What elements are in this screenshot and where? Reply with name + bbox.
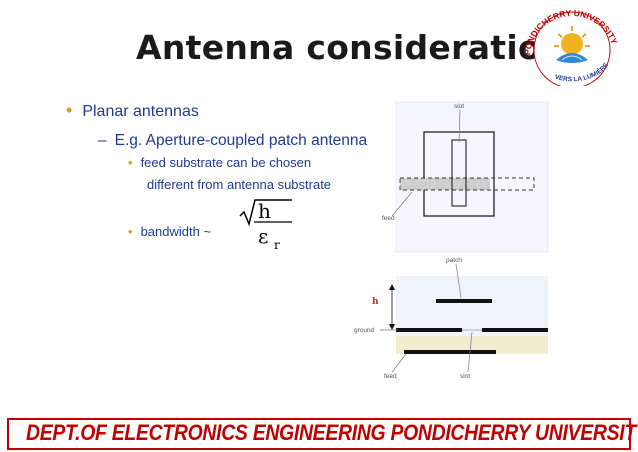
aperture-coupled-antenna-figure: slot feed patch h ground feed slot xyxy=(354,101,549,380)
ground-right xyxy=(482,328,548,332)
footer-banner xyxy=(7,418,631,450)
feed-line xyxy=(400,178,490,190)
bullet-bandwidth: • bandwidth ~ xyxy=(128,224,211,239)
bullet-dot: • xyxy=(128,155,133,170)
bullet-text: bandwidth ~ xyxy=(140,224,212,239)
bullet-text: E.g. Aperture-coupled patch antenna xyxy=(114,132,368,149)
university-logo: PONDICHERRY UNIVERSITY VERS LA LUMIÈRE xyxy=(522,8,620,86)
bullet-dash: – xyxy=(98,132,107,149)
feed-substrate xyxy=(396,336,548,354)
label-feed-bottom: feed xyxy=(384,373,397,380)
label-feed-top: feed xyxy=(382,215,395,222)
bullet-text: feed substrate can be chosen xyxy=(140,155,312,170)
label-slot-bottom: slot xyxy=(460,373,470,380)
bullet-dot: • xyxy=(128,224,133,239)
bullet-dot: • xyxy=(66,100,73,120)
top-view-substrate xyxy=(395,101,549,253)
sun-icon xyxy=(554,26,590,55)
lotus-icon xyxy=(556,53,588,63)
sqrt-symbol xyxy=(239,199,292,227)
bullet-feed-substrate: • feed substrate can be chosen xyxy=(128,155,311,170)
bullet-aperture-coupled: –E.g. Aperture-coupled patch antenna xyxy=(98,132,367,150)
bullet-feed-substrate-line2: different from antenna substrate xyxy=(147,177,332,192)
formula-denominator: ε xyxy=(258,224,268,248)
label-slot-top: slot xyxy=(454,103,464,110)
formula-subscript: r xyxy=(274,238,280,252)
label-ground: ground xyxy=(354,327,375,334)
label-h: h xyxy=(372,297,379,307)
label-patch: patch xyxy=(446,257,462,264)
bullet-text: Planar antennas xyxy=(82,103,199,120)
patch-cross-section xyxy=(436,299,492,303)
footer-text: DEPT.OF ELECTRONICS ENGINEERING PONDICHE… xyxy=(26,420,638,445)
bullet-planar-antennas: • Planar antennas xyxy=(66,100,199,121)
slide-title: Antenna considerations xyxy=(136,28,585,67)
bandwidth-formula: h ε r xyxy=(239,199,292,252)
upper-substrate xyxy=(396,276,548,336)
ground-left xyxy=(396,328,462,332)
feed-line-dashed xyxy=(399,177,535,191)
formula-numerator: h xyxy=(258,199,271,223)
feed-cross-section xyxy=(404,350,496,354)
